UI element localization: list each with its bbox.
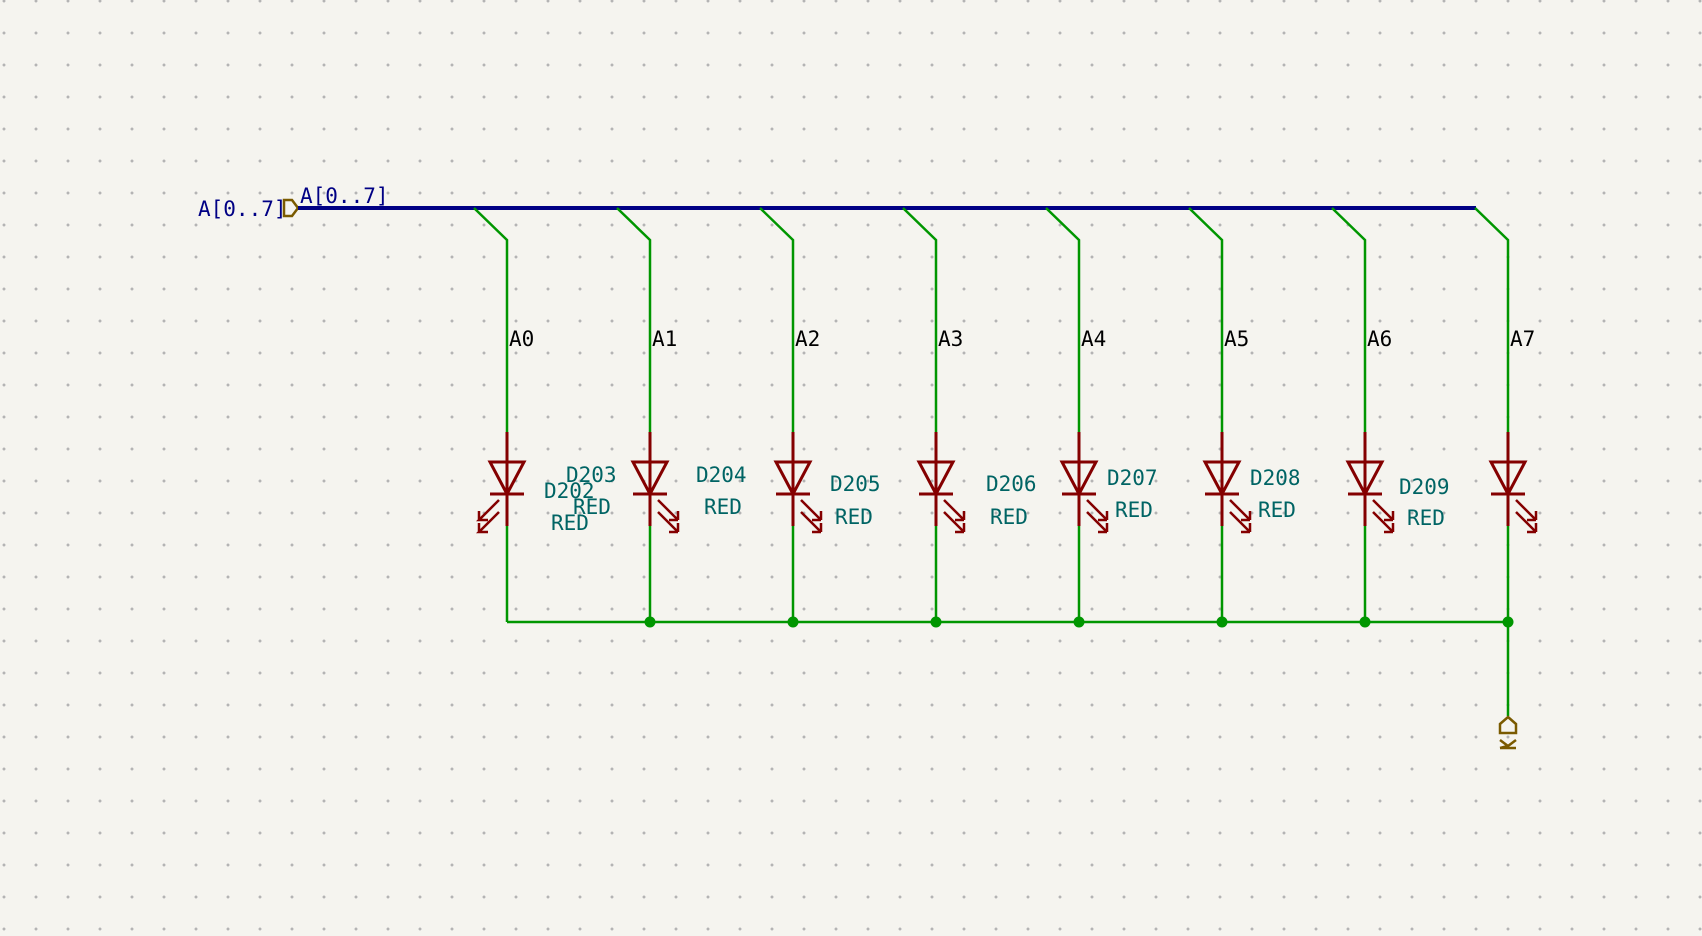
bus-label: A[0..7] <box>300 184 389 208</box>
led-d207[interactable] <box>1202 432 1252 534</box>
ref-designator: D206 <box>986 472 1037 496</box>
light-emission-arrows-icon <box>1086 499 1109 534</box>
net-label: A7 <box>1510 327 1535 351</box>
power-symbol-glyph <box>1499 739 1517 750</box>
light-emission-arrows-icon <box>1515 499 1538 534</box>
ref-designator: D207 <box>1107 466 1158 490</box>
input-flag-icon <box>282 198 300 218</box>
led-diode-icon <box>1488 432 1528 526</box>
power-symbol[interactable] <box>1498 622 1518 750</box>
led-diode-icon <box>630 432 670 526</box>
net-label: A0 <box>509 327 534 351</box>
led-d205[interactable] <box>916 432 966 534</box>
light-emission-arrows-icon <box>943 499 966 534</box>
net-label: A2 <box>795 327 820 351</box>
net-label: A5 <box>1224 327 1249 351</box>
ref-designator: D203 <box>566 463 617 487</box>
ground-power-flag-icon <box>1498 715 1518 735</box>
led-diode-icon <box>1345 432 1385 526</box>
led-diode-icon <box>487 432 527 526</box>
value-label: RED <box>1115 498 1153 522</box>
ref-designator: D208 <box>1250 466 1301 490</box>
net-label: A6 <box>1367 327 1392 351</box>
led-diode-icon <box>916 432 956 526</box>
bus-entry-wire[interactable] <box>759 207 795 432</box>
value-label: RED <box>990 505 1028 529</box>
led-d203[interactable] <box>630 432 680 534</box>
led-diode-icon <box>773 432 813 526</box>
led-diode-icon <box>1059 432 1099 526</box>
value-label: RED <box>704 495 742 519</box>
ref-designator: D204 <box>696 463 747 487</box>
value-label: RED <box>835 505 873 529</box>
value-label: RED <box>551 511 589 535</box>
led-d202[interactable] <box>475 432 527 534</box>
light-emission-arrows-icon <box>1372 499 1395 534</box>
led-d204[interactable] <box>773 432 823 534</box>
net-label: A4 <box>1081 327 1106 351</box>
bus-entry-wire[interactable] <box>902 207 938 432</box>
bus-entry-wire[interactable] <box>1474 207 1510 432</box>
light-emission-arrows-icon <box>475 499 500 534</box>
bus-entry-wire[interactable] <box>1188 207 1224 432</box>
value-label: RED <box>1258 498 1296 522</box>
value-label: RED <box>573 495 611 519</box>
led-d206[interactable] <box>1059 432 1109 534</box>
led-d208[interactable] <box>1345 432 1395 534</box>
value-label: RED <box>1407 506 1445 530</box>
bus-entry-wire[interactable] <box>1045 207 1081 432</box>
led-d209[interactable] <box>1488 432 1538 534</box>
light-emission-arrows-icon <box>800 499 823 534</box>
bus-entry-wire[interactable] <box>473 207 509 432</box>
ref-designator: D202 <box>544 479 595 503</box>
light-emission-arrows-icon <box>657 499 680 534</box>
led-diode-icon <box>1202 432 1242 526</box>
ref-designator: D209 <box>1399 475 1450 499</box>
global-label-text: A[0..7] <box>198 197 287 221</box>
ref-designator: D205 <box>830 472 881 496</box>
net-label: A3 <box>938 327 963 351</box>
bus-entry-wire[interactable] <box>1331 207 1367 432</box>
light-emission-arrows-icon <box>1229 499 1252 534</box>
global-label-a-bus[interactable]: A[0..7] <box>198 197 300 221</box>
net-label: A1 <box>652 327 677 351</box>
bus-entry-wire[interactable] <box>616 207 652 432</box>
